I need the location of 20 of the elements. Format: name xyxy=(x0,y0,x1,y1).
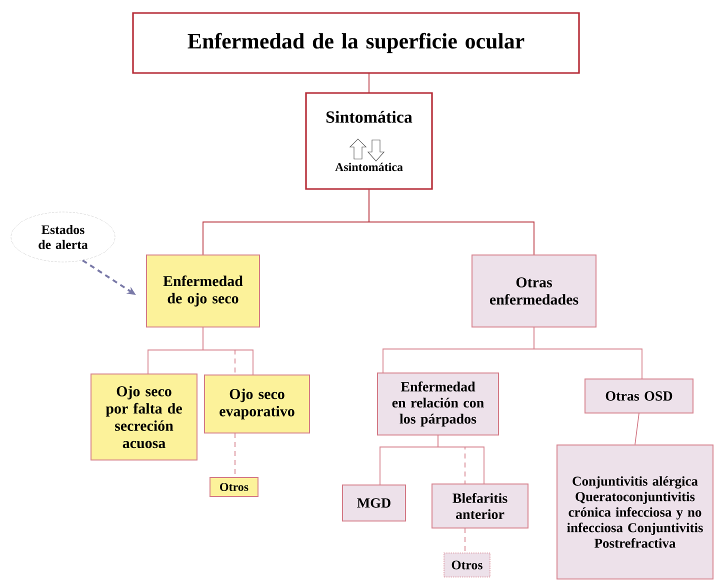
status-box: Sintomática Asintomática xyxy=(305,92,433,190)
category-box: Otras OSD xyxy=(584,378,694,414)
category-box: MGD xyxy=(342,484,406,522)
connector xyxy=(534,327,642,380)
connector xyxy=(438,435,466,484)
category-box: Ojo seco por falta de secreción acuosa xyxy=(90,374,198,460)
connector xyxy=(464,528,466,554)
connector xyxy=(634,413,640,445)
connector xyxy=(368,72,370,94)
connector xyxy=(202,327,236,376)
category-box: Conjuntivitis alérgica Queratoconjuntivitis crónica infecciosa y no infecciosa Conjuntivitis Postrefractiva xyxy=(556,444,714,580)
category-box: Ojo seco evaporativo xyxy=(204,374,310,434)
connector xyxy=(368,189,534,255)
category-box: Enfermedad de ojo seco xyxy=(146,254,260,328)
category-box: Blefaritis anterior xyxy=(432,484,528,528)
category-box: Enfermedad en relación con los párpados xyxy=(377,372,499,436)
category-box: Otras enfermedades xyxy=(472,254,596,328)
category-box: Otros xyxy=(444,552,490,578)
title-box: Enfermedad de la superficie ocular xyxy=(132,12,580,74)
category-box: Otros xyxy=(210,477,258,497)
